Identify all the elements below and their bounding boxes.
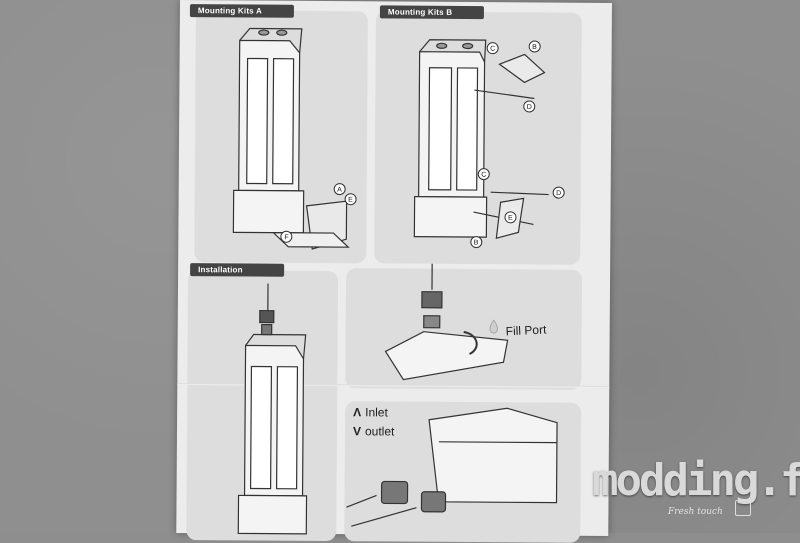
inlet-label: Inlet xyxy=(365,405,388,419)
outlet-label: outlet xyxy=(365,424,394,438)
droplet-icon xyxy=(490,320,498,333)
callout-d2: D xyxy=(553,187,564,198)
fill-port-drawing xyxy=(385,263,508,380)
outlet-symbol: V xyxy=(353,424,361,438)
callout-letter: E xyxy=(508,215,513,222)
callout-letter: C xyxy=(481,172,486,179)
watermark-brand: modding.fr xyxy=(592,455,792,506)
callout-letter: B xyxy=(532,44,537,51)
fill-port-label: Fill Port xyxy=(505,323,546,339)
callout-f: F xyxy=(281,231,292,242)
callout-e: E xyxy=(345,194,356,205)
callout-letter: A xyxy=(337,187,342,194)
watermark-logo-icon xyxy=(735,500,751,516)
callout-letter: D xyxy=(527,104,532,111)
watermark-tagline: Fresh touch xyxy=(668,507,723,517)
callout-letter: F xyxy=(284,234,288,241)
kit-b-reservoir-drawing xyxy=(414,40,549,239)
installation-reservoir-drawing xyxy=(238,283,308,533)
callout-letter: E xyxy=(348,197,353,204)
instruction-sheet: Mounting Kits A Mounting Kits B Installa… xyxy=(176,0,612,536)
reservoir-diagrams: A E F B C D C D E B xyxy=(176,0,612,543)
legend-inlet: Λ Inlet xyxy=(353,405,394,419)
callout-c2: C xyxy=(478,169,489,180)
callout-a: A xyxy=(334,184,345,195)
callout-c: C xyxy=(487,43,498,54)
callout-d: D xyxy=(524,101,535,112)
callout-letter: D xyxy=(556,190,561,197)
callout-letter: B xyxy=(474,240,479,247)
callout-b: B xyxy=(529,41,540,52)
inlet-symbol: Λ xyxy=(353,405,361,419)
callout-letter: C xyxy=(490,46,495,53)
callout-b2: B xyxy=(471,237,482,248)
kit-a-reservoir-drawing xyxy=(233,28,350,249)
callout-e2: E xyxy=(505,212,516,223)
